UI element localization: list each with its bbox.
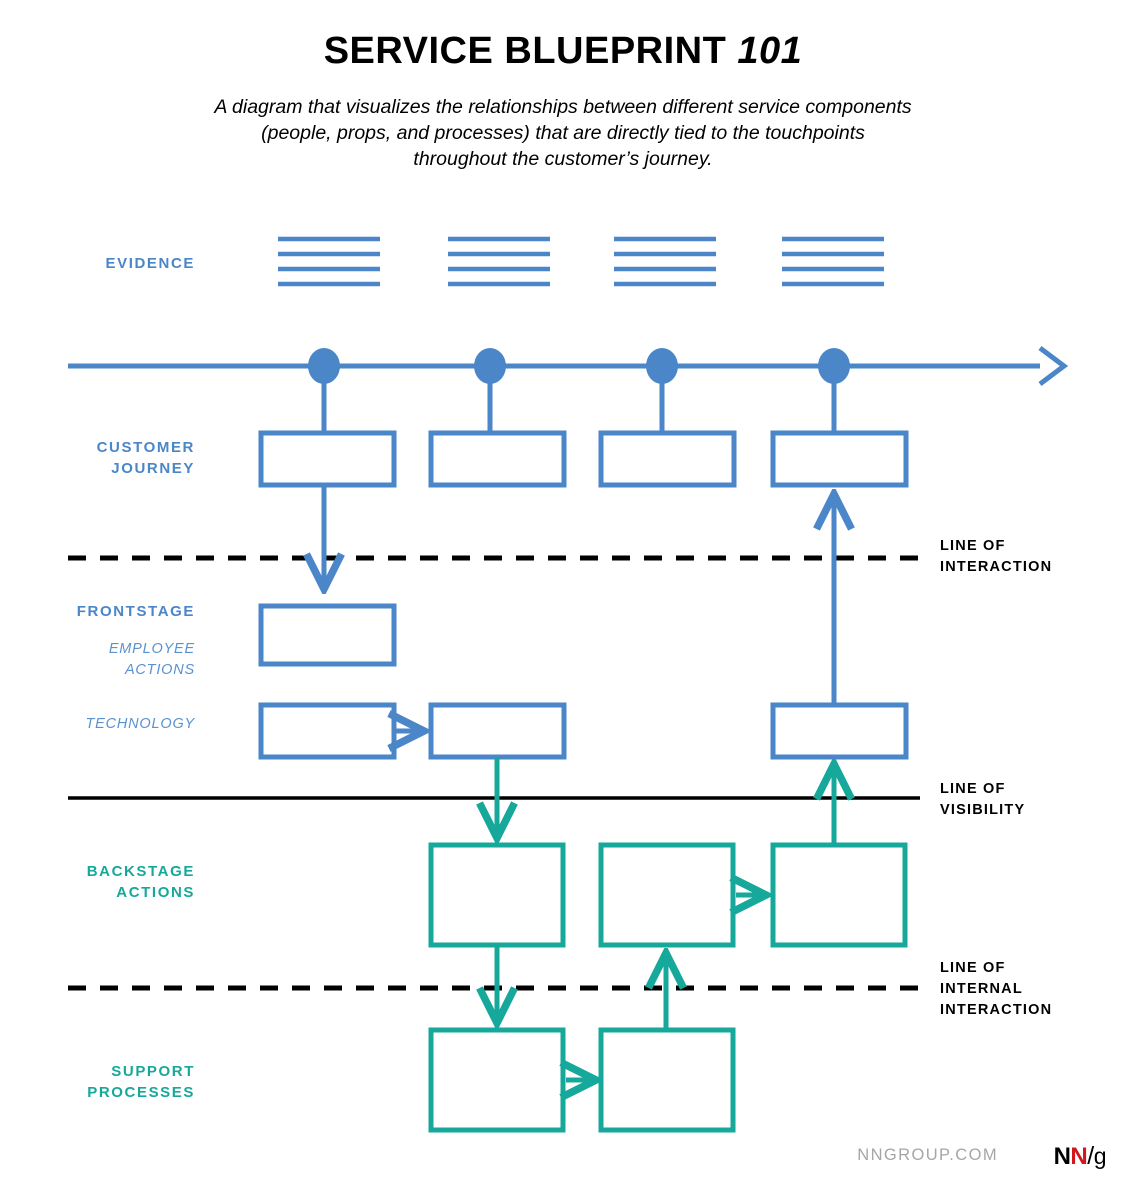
touchpoint-dot-1 — [308, 348, 340, 432]
row-label-employee-actions: EMPLOYEE ACTIONS — [108, 641, 195, 678]
row-label-customer-journey: CUSTOMER JOURNEY — [96, 439, 195, 477]
timeline-arrowhead — [1038, 346, 1069, 386]
row-label-evidence: EVIDENCE — [105, 255, 195, 272]
support-process-box-2 — [598, 1027, 736, 1133]
customer-journey-box-4 — [770, 430, 909, 488]
touchpoint-dot-3 — [646, 348, 678, 432]
line-label-internal-interaction: LINE OF INTERNAL INTERACTION — [940, 960, 1053, 1018]
line-label-interaction: LINE OF INTERACTION — [940, 538, 1053, 575]
technology-box-3 — [770, 702, 909, 760]
logo-n-black: N — [1053, 1143, 1071, 1170]
row-label-support-processes: SUPPORT PROCESSES — [87, 1063, 195, 1101]
footer-website-url: NNGROUP.COM — [857, 1146, 998, 1164]
customer-journey-box-3 — [598, 430, 737, 488]
row-label-frontstage: FRONTSTAGE — [76, 603, 195, 620]
customer-journey-timeline — [68, 346, 1069, 386]
backstage-action-box-1 — [428, 842, 566, 948]
page-subtitle: A diagram that visualizes the relationsh… — [214, 96, 912, 170]
title-number: 101 — [737, 30, 803, 72]
evidence-icon-3 — [614, 236, 716, 287]
technology-box-1 — [258, 702, 397, 760]
touchpoint-dot-2 — [474, 348, 506, 432]
row-label-technology: TECHNOLOGY — [85, 716, 195, 732]
row-label-backstage-actions: BACKSTAGE ACTIONS — [86, 863, 195, 901]
customer-journey-box-1 — [258, 430, 397, 488]
support-process-box-1 — [428, 1027, 566, 1133]
logo-g: g — [1093, 1143, 1107, 1169]
nng-logo: NN/g — [1053, 1142, 1107, 1171]
title-main: SERVICE BLUEPRINT — [323, 30, 738, 72]
evidence-icon-4 — [782, 236, 884, 287]
employee-action-box-1 — [258, 603, 397, 667]
backstage-action-box-2 — [598, 842, 736, 948]
backstage-action-box-3 — [770, 842, 908, 948]
technology-box-2 — [428, 702, 567, 760]
logo-n-red: N — [1070, 1143, 1088, 1170]
page-title: SERVICE BLUEPRINT 101 — [0, 30, 1126, 73]
line-label-visibility: LINE OF VISIBILITY — [940, 781, 1026, 818]
evidence-icon-1 — [278, 236, 380, 287]
evidence-icon-2 — [448, 236, 550, 287]
touchpoint-dot-4 — [818, 348, 850, 432]
logo-slash: / — [1087, 1142, 1094, 1170]
customer-journey-box-2 — [428, 430, 567, 488]
